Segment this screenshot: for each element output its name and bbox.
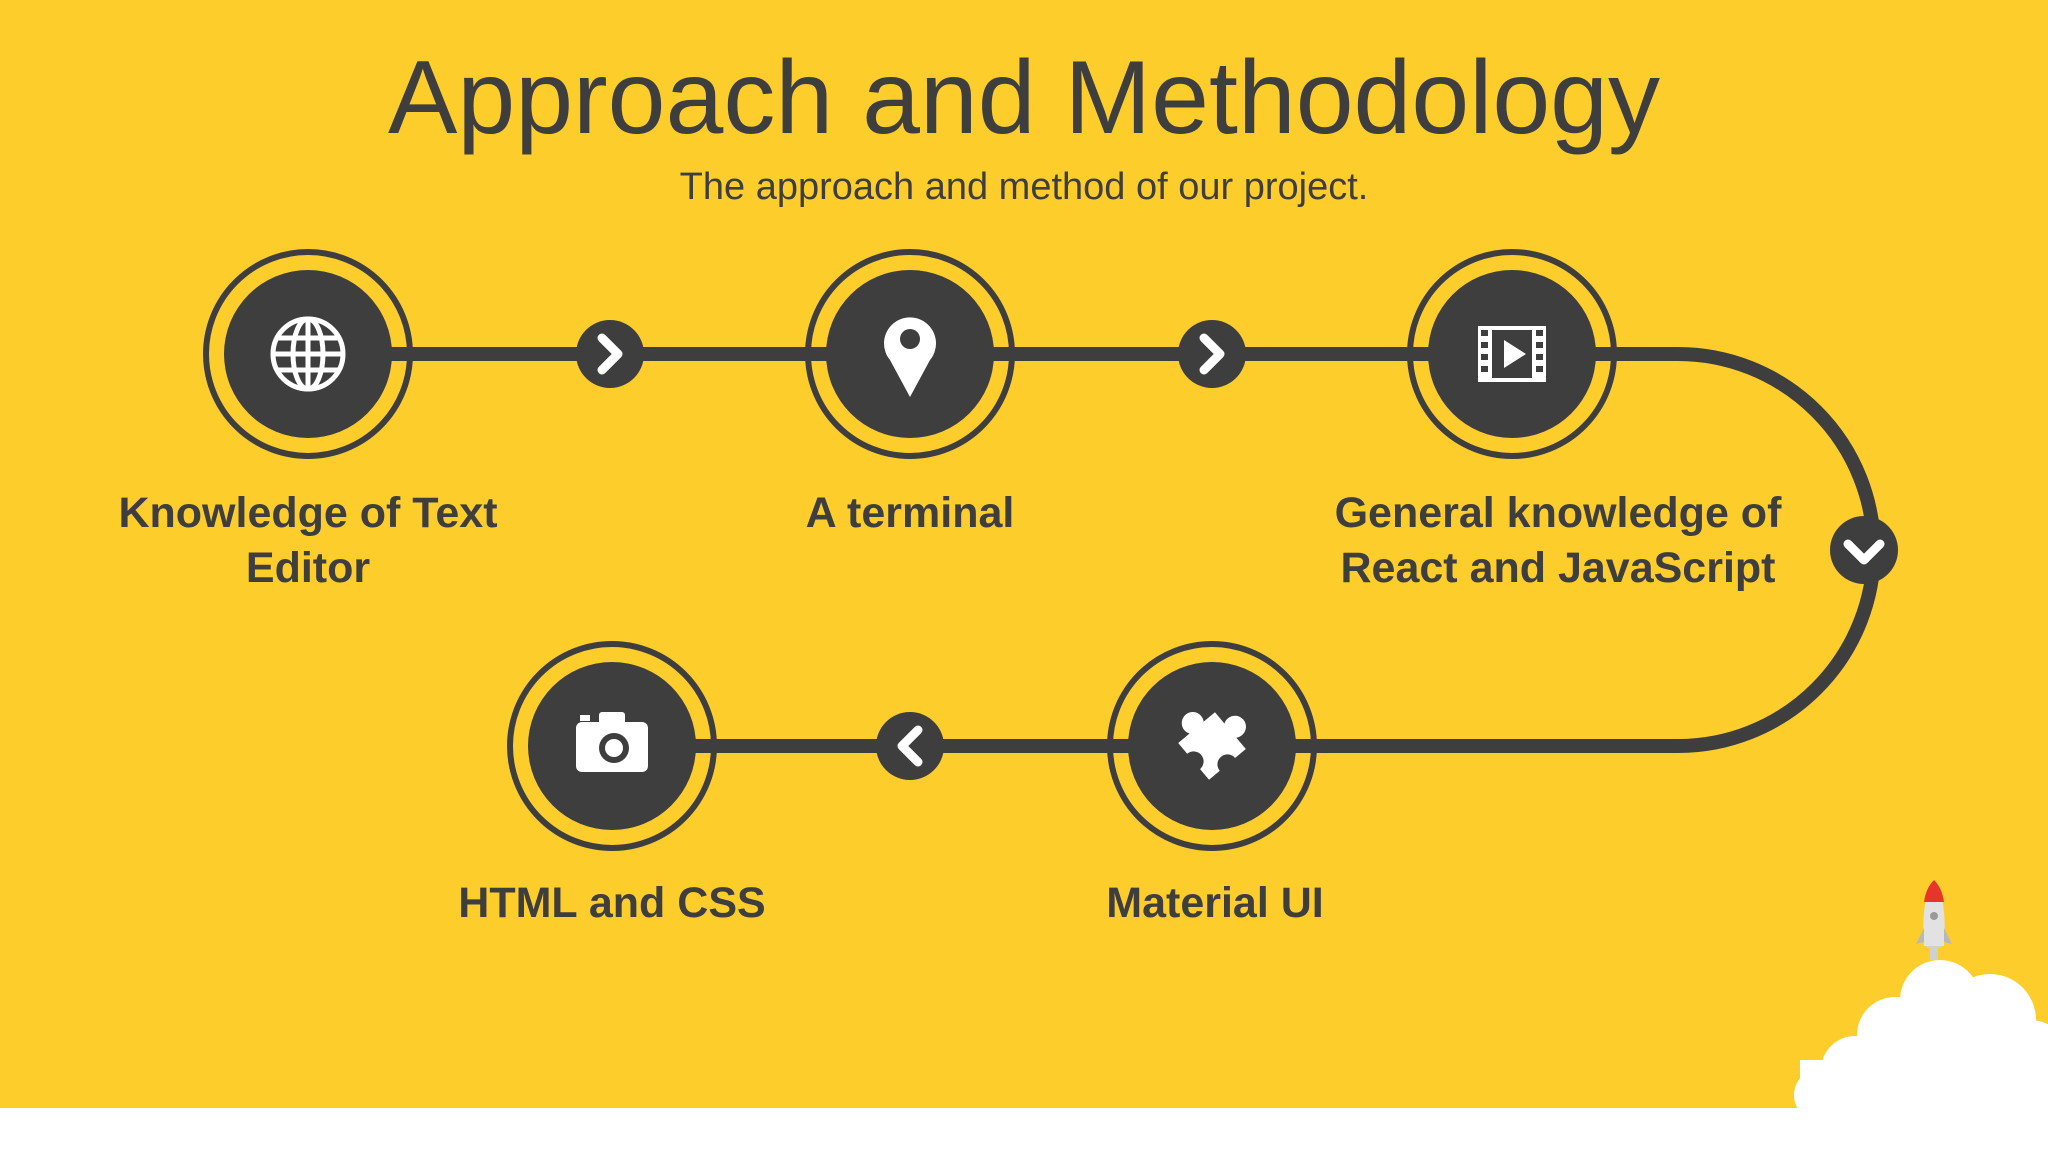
connector-4 bbox=[876, 712, 944, 780]
chevron-right-icon bbox=[1199, 333, 1225, 375]
globe-icon bbox=[270, 316, 346, 392]
step-label-5: HTML and CSS bbox=[458, 879, 766, 927]
chevron-right-icon bbox=[597, 333, 623, 375]
step-node-1 bbox=[203, 249, 413, 459]
connector-2 bbox=[1178, 320, 1246, 388]
map-pin-icon bbox=[884, 317, 936, 397]
chevron-down-icon bbox=[1843, 539, 1885, 565]
step-node-4 bbox=[1107, 641, 1317, 851]
step-label-4: Material UI bbox=[1106, 879, 1324, 927]
step-label-2: A terminal bbox=[805, 489, 1015, 537]
chevron-left-icon bbox=[897, 725, 923, 767]
process-diagram bbox=[203, 249, 2048, 1108]
rocket bbox=[1916, 880, 1952, 960]
step-label-1: Knowledge of Text Editor bbox=[118, 489, 498, 592]
slide: Approach and Methodology The approach an… bbox=[0, 0, 2048, 1108]
cloud bbox=[1794, 960, 2048, 1108]
page-title: Approach and Methodology bbox=[387, 40, 1661, 156]
connector-3 bbox=[1830, 516, 1898, 584]
video-play-icon bbox=[1478, 326, 1546, 382]
connector-1 bbox=[576, 320, 644, 388]
page-subtitle: The approach and method of our project. bbox=[679, 166, 1369, 208]
step-node-2 bbox=[805, 249, 1015, 459]
puzzle-piece-icon bbox=[1178, 712, 1246, 780]
rocket-cloud-icon bbox=[1794, 880, 2048, 1108]
step-label-3: General knowledge of React and JavaScrip… bbox=[1334, 489, 1782, 592]
step-node-3 bbox=[1407, 249, 1617, 459]
camera-icon bbox=[576, 712, 648, 772]
step-node-5 bbox=[507, 641, 717, 851]
